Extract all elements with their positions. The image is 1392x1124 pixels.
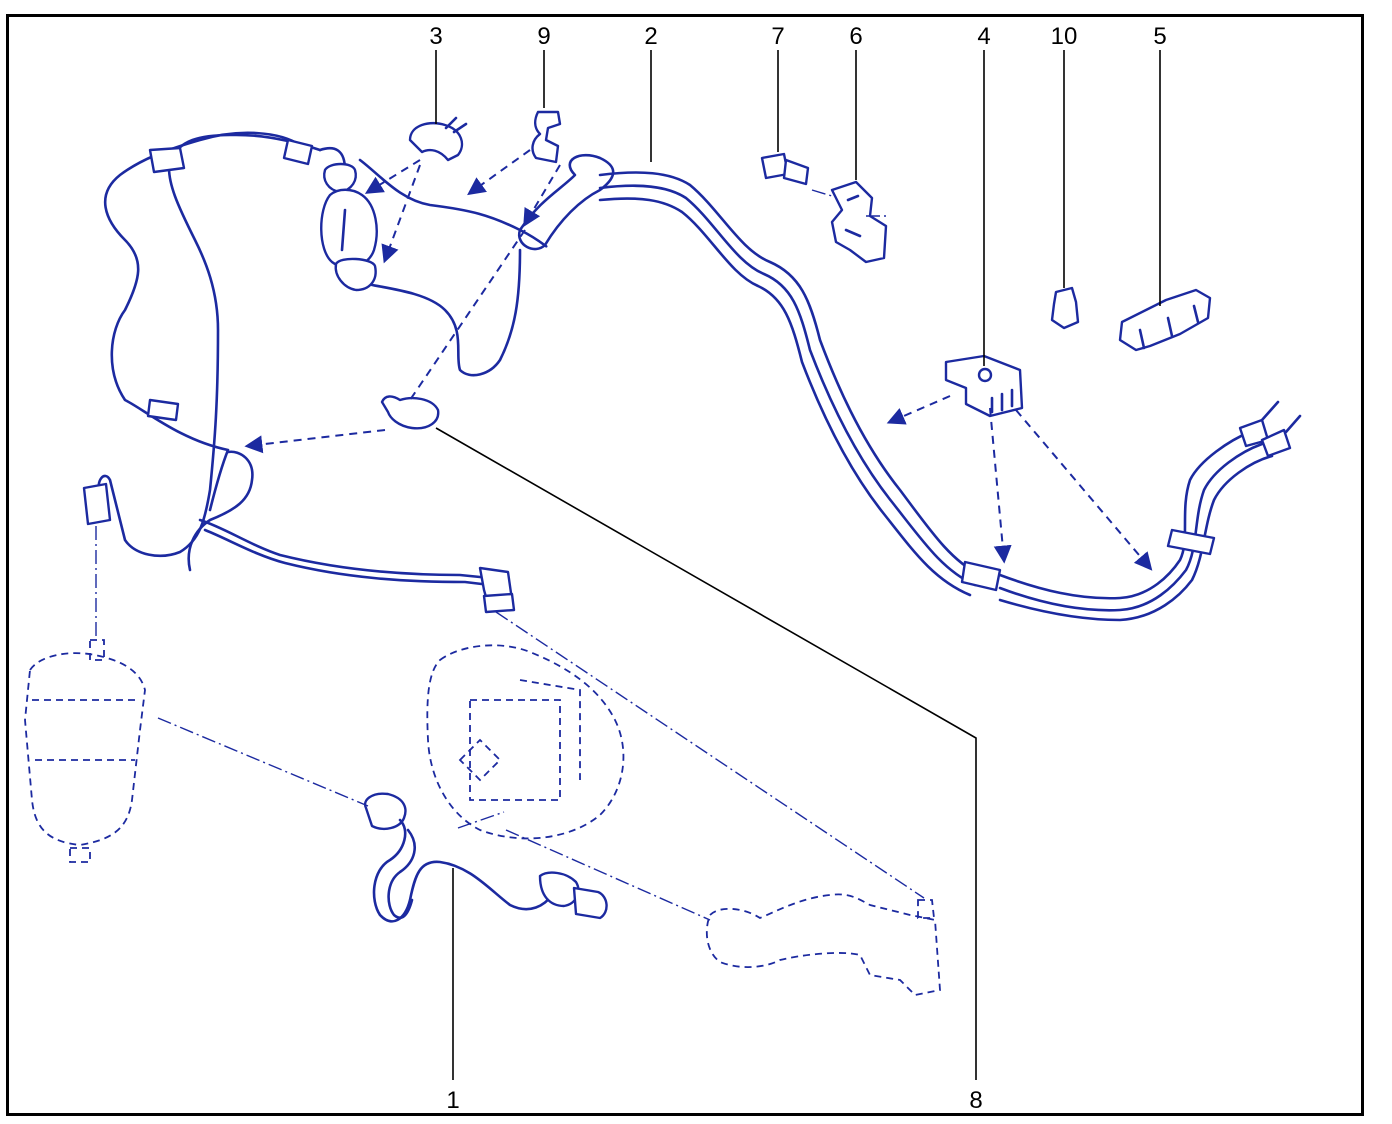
callout-9: 9	[537, 23, 550, 50]
clip-part-3	[408, 116, 468, 162]
clip-part-8	[380, 395, 440, 430]
leader-lines	[435, 50, 1161, 1080]
fuel-filter-ghost	[24, 639, 146, 863]
callout-1: 1	[446, 1087, 459, 1114]
callout-6: 6	[849, 23, 862, 50]
fuel-rail-ghost	[705, 893, 941, 996]
callout-10: 10	[1051, 23, 1078, 50]
assembly-arrows	[244, 149, 1153, 571]
clip-part-10	[1050, 286, 1080, 330]
callout-8: 8	[969, 1087, 982, 1114]
callout-7: 7	[771, 23, 784, 50]
callout-2: 2	[644, 23, 657, 50]
callout-labels: 3 9 2 7 6 4 10 5 1 8	[429, 23, 1166, 1114]
bolt-part-7	[760, 152, 810, 186]
bracket-part-6	[830, 180, 888, 264]
callout-3: 3	[429, 23, 442, 50]
callout-5: 5	[1153, 23, 1166, 50]
callout-4: 4	[977, 23, 990, 50]
fuel-pump-ghost	[426, 644, 625, 840]
alignment-lines	[95, 189, 925, 921]
fuel-pipe-assembly	[82, 131, 1302, 622]
bracket-part-5	[1118, 288, 1212, 352]
pipe-part-1	[363, 792, 608, 923]
clip-part-9	[531, 110, 562, 164]
